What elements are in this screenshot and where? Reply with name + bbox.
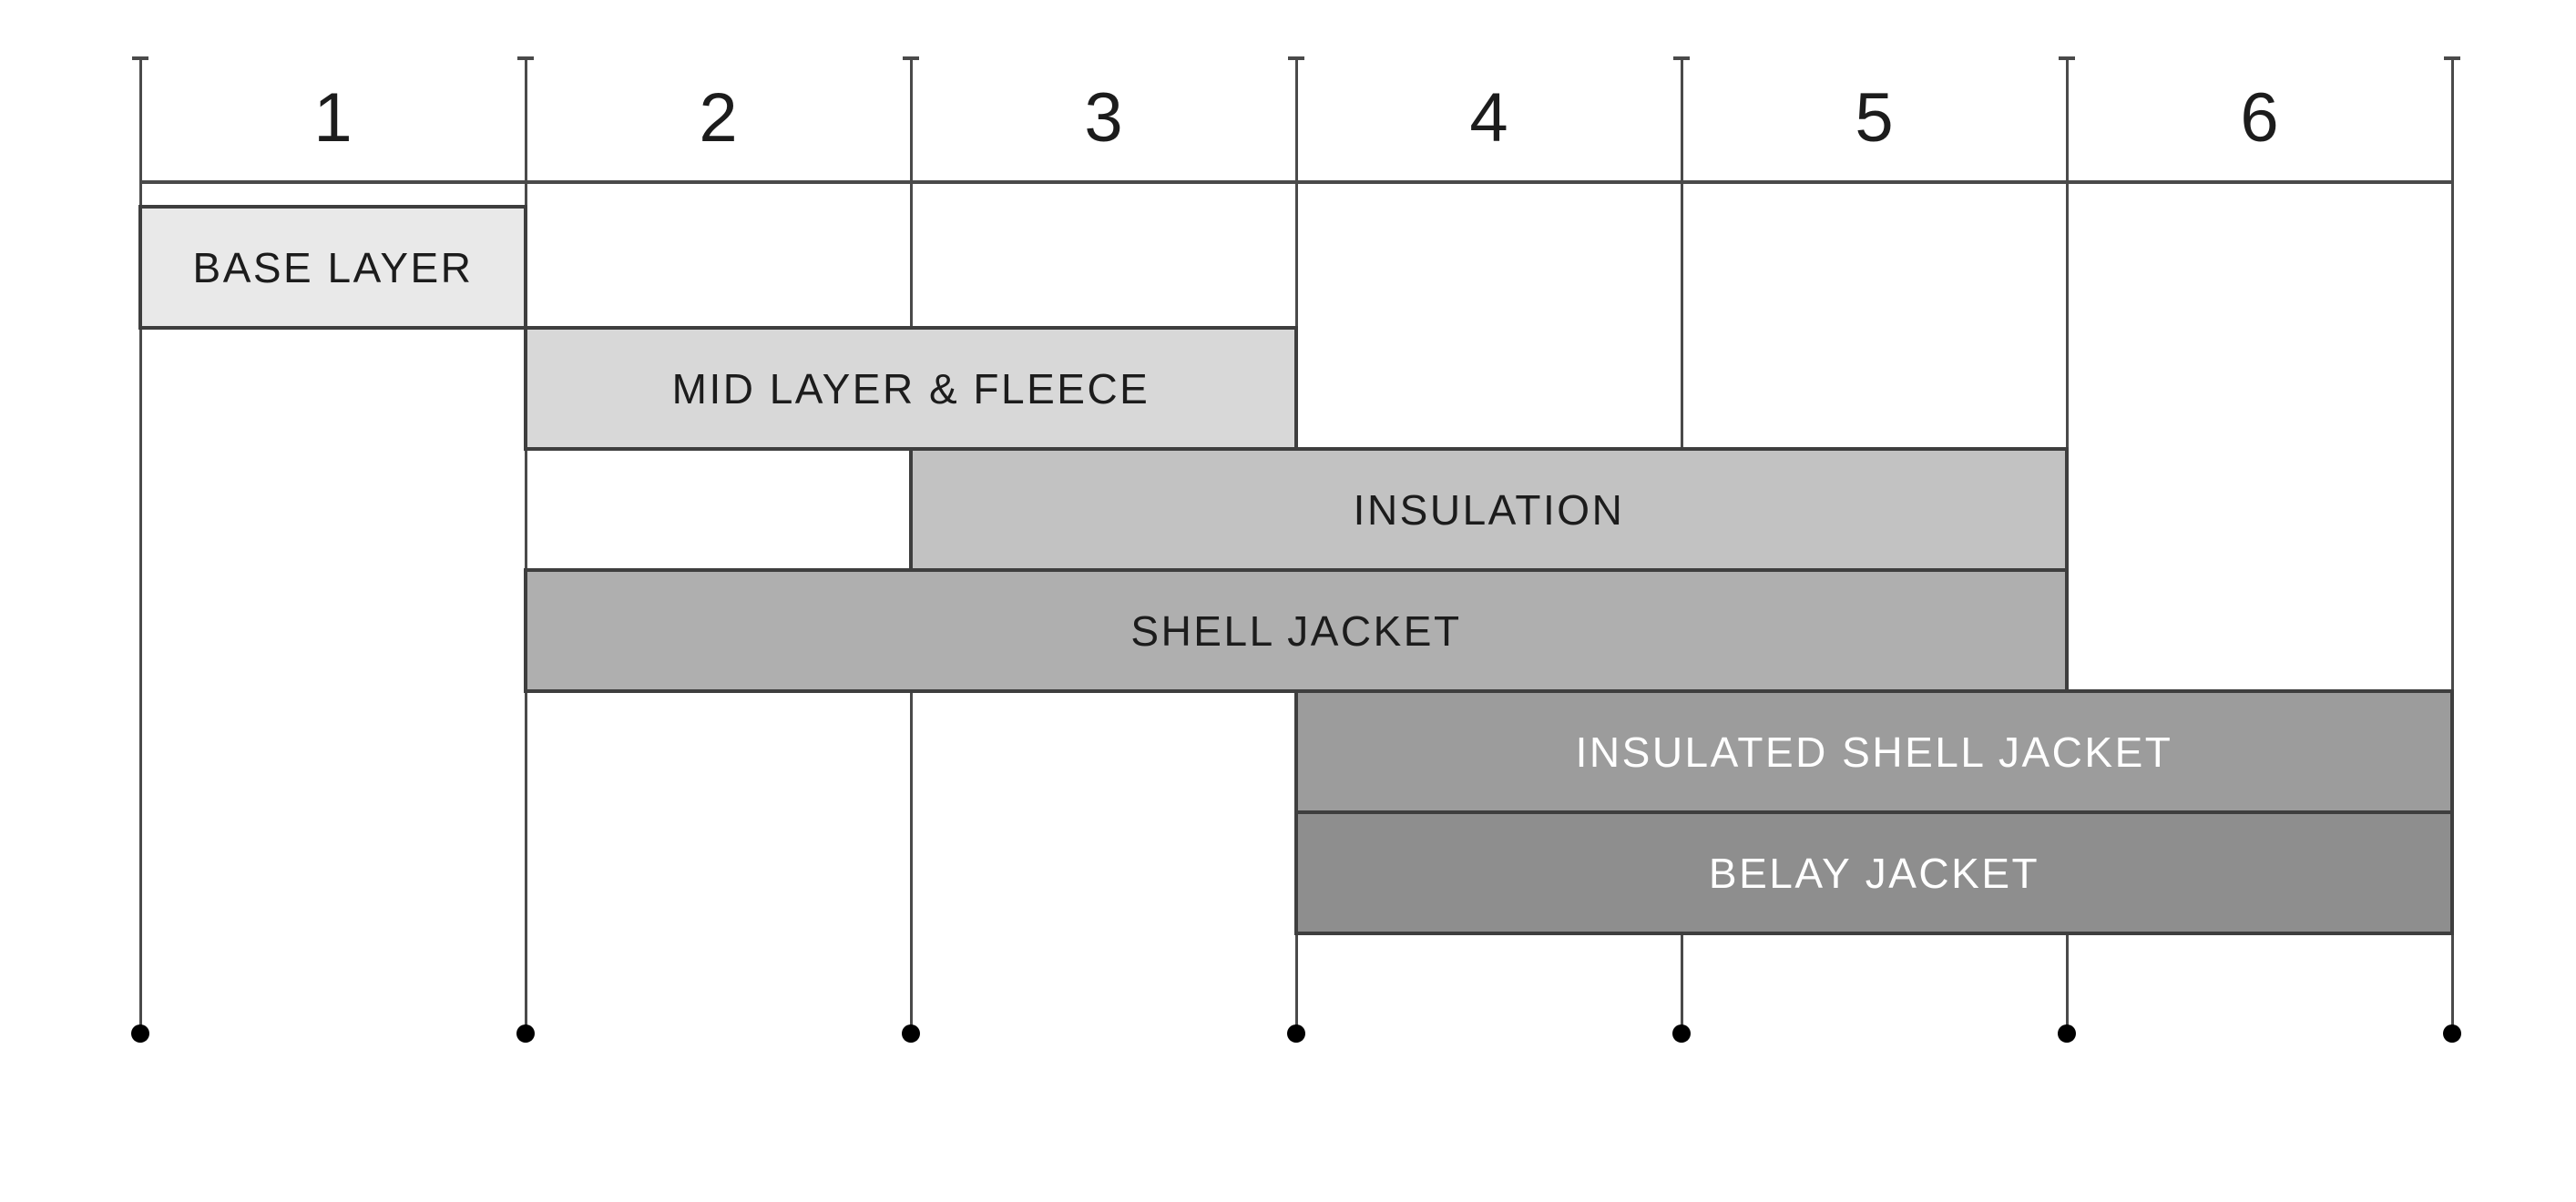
bar-label-base-layer: BASE LAYER [192, 243, 474, 291]
grid-line-end-dot-icon [902, 1024, 920, 1043]
bar-label-insulation: INSULATION [1353, 485, 1625, 534]
zone-label-3: 3 [1084, 79, 1123, 157]
grid-line-end-dot-icon [2058, 1024, 2076, 1043]
grid-line-top-tick-icon [2444, 56, 2460, 60]
grid-line-end-dot-icon [1287, 1024, 1305, 1043]
bar-insulated-shell-jacket: INSULATED SHELL JACKET [1294, 689, 2454, 814]
grid-line-end-dot-icon [131, 1024, 149, 1043]
bar-label-insulated-shell-jacket: INSULATED SHELL JACKET [1575, 728, 2173, 776]
zone-label-6: 6 [2240, 79, 2279, 157]
bar-belay-jacket: BELAY JACKET [1294, 810, 2454, 935]
grid-line [2451, 56, 2454, 1027]
bar-label-mid-layer-and-fleece: MID LAYER & FLEECE [671, 364, 1150, 413]
grid-line-top-tick-icon [132, 56, 148, 60]
zone-label-2: 2 [699, 79, 738, 157]
bar-label-shell-jacket: SHELL JACKET [1130, 606, 1462, 655]
grid-line-end-dot-icon [2443, 1024, 2461, 1043]
grid-line [139, 56, 142, 1027]
grid-line-top-tick-icon [2059, 56, 2075, 60]
bar-base-layer: BASE LAYER [138, 205, 527, 330]
grid-line-end-dot-icon [1672, 1024, 1691, 1043]
bar-mid-layer-and-fleece: MID LAYER & FLEECE [524, 326, 1298, 451]
bar-insulation: INSULATION [909, 447, 2069, 572]
zone-label-4: 4 [1469, 79, 1508, 157]
grid-line-top-tick-icon [1288, 56, 1304, 60]
grid-line [525, 56, 527, 1027]
grid-line-top-tick-icon [1673, 56, 1690, 60]
axis-header-rule [140, 180, 2452, 184]
grid-line-top-tick-icon [903, 56, 919, 60]
grid-line-end-dot-icon [516, 1024, 535, 1043]
zone-label-5: 5 [1855, 79, 1894, 157]
grid-line-top-tick-icon [517, 56, 534, 60]
bar-label-belay-jacket: BELAY JACKET [1708, 849, 2040, 897]
zone-label-1: 1 [313, 79, 353, 157]
bar-shell-jacket: SHELL JACKET [524, 568, 2069, 693]
